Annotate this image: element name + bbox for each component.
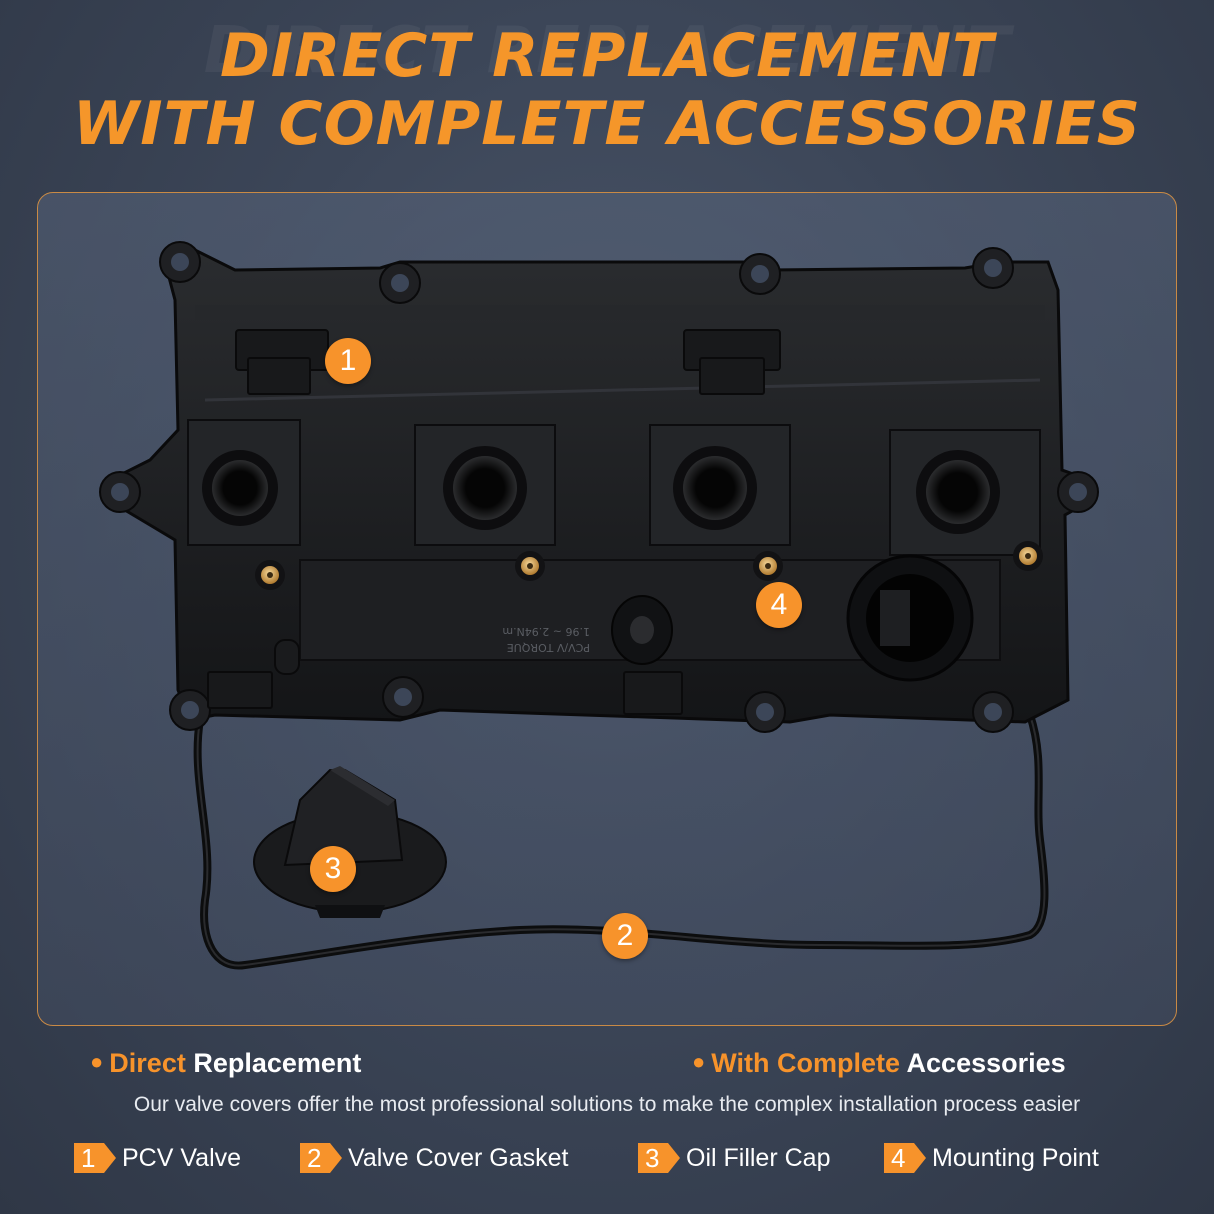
title-line-2: WITH COMPLETE ACCESSORIES xyxy=(73,89,1141,159)
legend-number-badge: 1 xyxy=(74,1143,116,1173)
spark-plug-holes xyxy=(202,446,1000,534)
mounting-point-inserts xyxy=(255,541,1043,590)
callout-1: 1 xyxy=(325,338,371,384)
oil-filler-neck xyxy=(846,554,974,682)
legend-number-badge: 2 xyxy=(300,1143,342,1173)
legend-label: Valve Cover Gasket xyxy=(348,1143,569,1172)
legend-number-badge: 3 xyxy=(638,1143,680,1173)
headline-shadow: DIRECT REPLACEMENT xyxy=(203,14,1011,88)
legend-item-oil-filler-cap: 3 Oil Filler Cap xyxy=(638,1141,830,1175)
oil-filler-cap xyxy=(253,766,447,918)
legend-number-badge: 4 xyxy=(884,1143,926,1173)
legend-item-valve-cover-gasket: 2 Valve Cover Gasket xyxy=(300,1141,568,1175)
legend-label: PCV Valve xyxy=(122,1143,242,1172)
legend-label: Oil Filler Cap xyxy=(686,1143,831,1172)
title-line-1: DIRECT REPLACEMENT xyxy=(219,21,994,91)
page-title: DIRECT REPLACEMENT WITH COMPLETE ACCESSO… xyxy=(0,22,1214,158)
feature-description: Our valve covers offer the most professi… xyxy=(133,1093,1081,1116)
bullet-dot: ● xyxy=(90,1049,104,1074)
callout-3: 3 xyxy=(310,846,356,892)
legend-item-mounting-point: 4 Mounting Point xyxy=(884,1141,1099,1175)
feature-direct-replacement: ●Direct Replacement xyxy=(90,1048,362,1078)
pcv-valve-grommet xyxy=(611,595,673,665)
legend-label: Mounting Point xyxy=(932,1143,1099,1172)
molded-torque-label: PCV/V TORQUE xyxy=(507,641,590,654)
callout-2: 2 xyxy=(602,913,648,959)
bullet-dot: ● xyxy=(692,1049,706,1074)
callout-4: 4 xyxy=(756,582,802,628)
feature-complete-accessories: ●With Complete Accessories xyxy=(692,1048,1066,1078)
molded-torque-value: 1.96 ~ 2.94N.m xyxy=(502,625,590,638)
legend-item-pcv-valve: 1 PCV Valve xyxy=(74,1141,241,1175)
